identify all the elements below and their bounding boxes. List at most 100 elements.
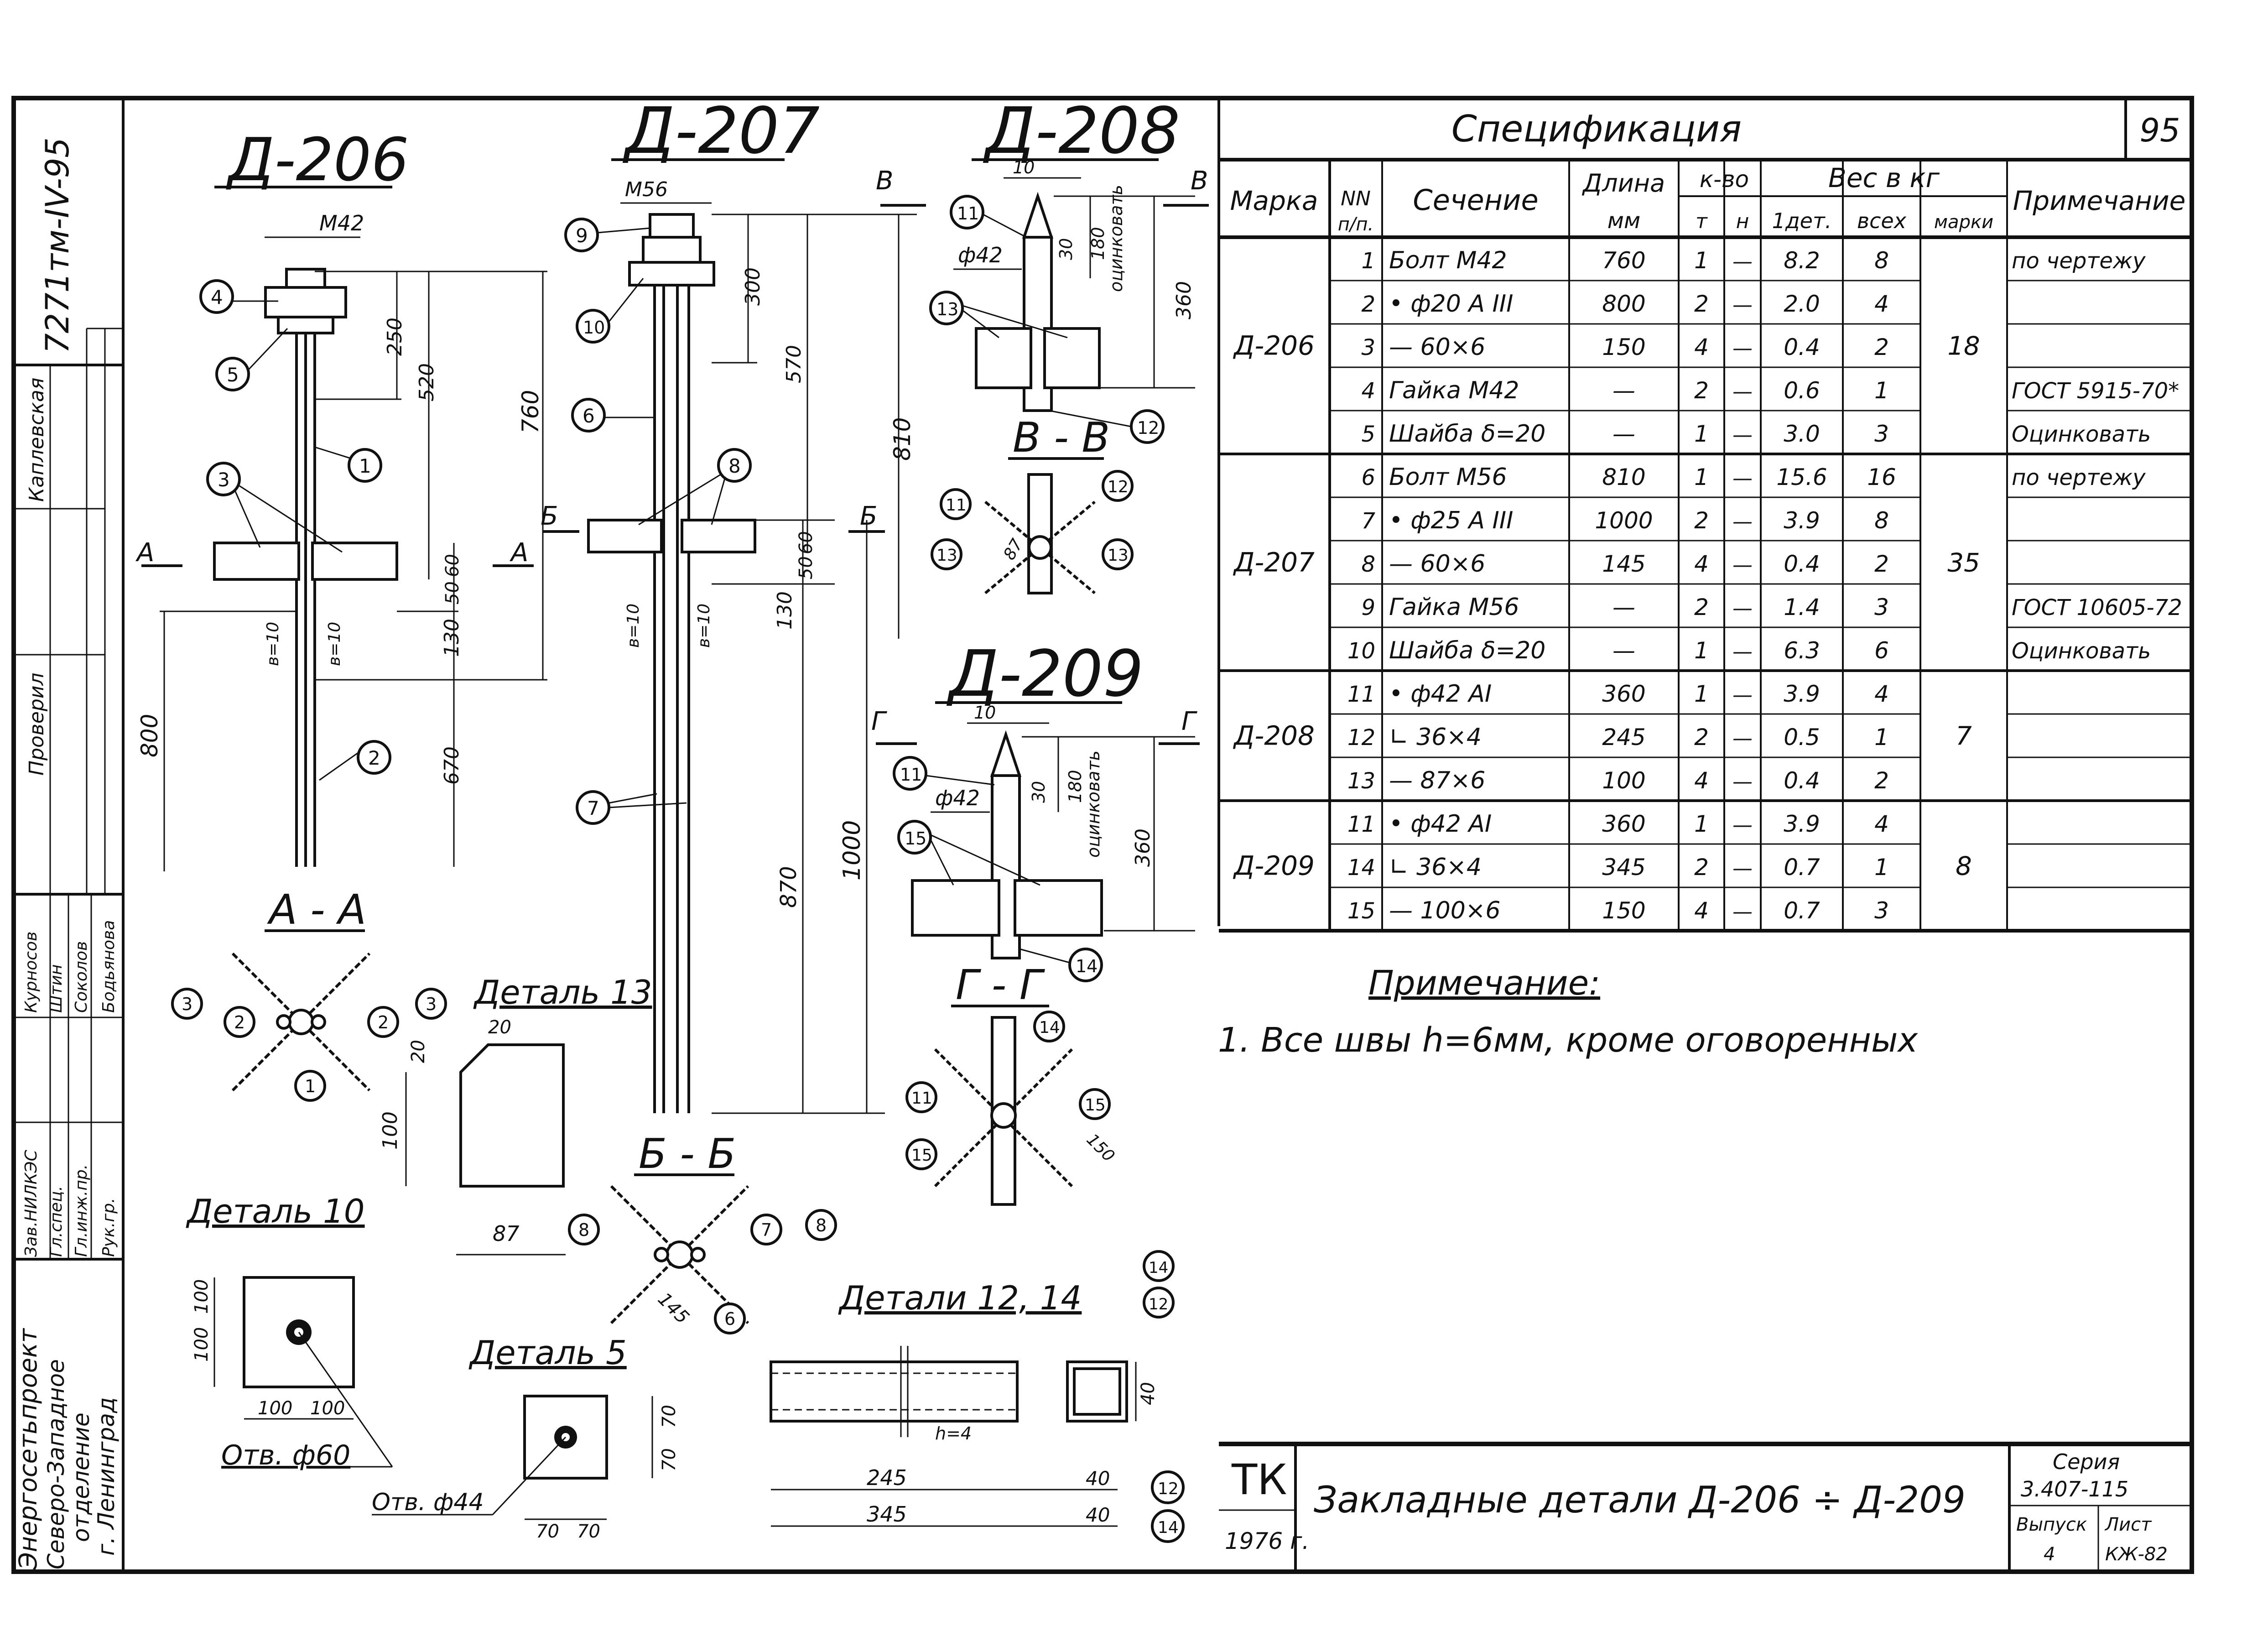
row-section: Шайба δ=20: [1389, 420, 1545, 448]
d209-dia: ф42: [935, 786, 980, 810]
section-v-v-dim: 87: [1000, 536, 1026, 563]
row-note: ГОСТ 5915-70*: [2012, 378, 2179, 404]
svg-text:13: 13: [936, 299, 958, 319]
row-qty-t: 2: [1694, 291, 1709, 317]
d209-title: Д-209: [946, 637, 1144, 711]
row-note: по чертежу: [2012, 248, 2146, 274]
row-w-all: 4: [1874, 291, 1889, 317]
svg-text:8: 8: [816, 1215, 827, 1235]
row-no: 11: [1347, 682, 1375, 707]
notes: Примечание: 1. Все швы h=6мм, кроме огов…: [1218, 964, 1918, 1060]
detail5-title: Деталь 5: [468, 1334, 627, 1372]
d207-dim-810: 810: [889, 417, 916, 461]
row-qty-n: —: [1732, 250, 1753, 273]
group-mark: Д-209: [1233, 850, 1315, 881]
row-qty-t: 1: [1694, 637, 1709, 664]
row-no: 7: [1361, 508, 1375, 534]
svg-text:15: 15: [1085, 1096, 1106, 1115]
row-qty-t: 2: [1694, 594, 1709, 620]
spec-title: Спецификация: [1451, 108, 1742, 150]
d207-dim-50: 50: [796, 556, 817, 579]
detail5-dim-3: 70: [659, 1405, 680, 1428]
row-qty-t: 1: [1694, 681, 1709, 707]
row-section: • ф42 АI: [1389, 810, 1492, 838]
d208-dim-10: 10: [1013, 157, 1035, 177]
d206-dim-60: 60: [442, 554, 463, 577]
svg-text:2: 2: [234, 1012, 245, 1032]
row-length: —: [1613, 377, 1635, 404]
d208-cut-left: В: [876, 166, 893, 196]
row-w-one: 3.9: [1784, 681, 1820, 707]
note-1: 1. Все швы h=6мм, кроме оговоренных: [1218, 1021, 1918, 1060]
detail10-dim-1: 100: [191, 1327, 212, 1362]
row-length: —: [1613, 421, 1635, 447]
group-mark: Д-206: [1233, 330, 1315, 361]
svg-text:11: 11: [957, 203, 979, 224]
svg-text:12: 12: [1137, 418, 1159, 438]
svg-text:12: 12: [1108, 478, 1129, 496]
row-w-one: 0.5: [1784, 724, 1820, 750]
row-section: • ф25 А III: [1389, 507, 1513, 534]
row-section: ∟ 36×4: [1389, 854, 1482, 881]
detail13-dim-height: 100: [379, 1111, 402, 1150]
detail13-dim-left: 20: [408, 1040, 429, 1063]
row-qty-n: —: [1732, 727, 1753, 750]
detail-5: Деталь 5 70 70 70 70 Отв. ф44: [372, 1334, 680, 1542]
detail10-dim-4: 100: [310, 1398, 345, 1419]
row-no: 4: [1361, 378, 1375, 404]
row-section: • ф20 А III: [1389, 290, 1513, 318]
row-w-all: 2: [1874, 551, 1889, 577]
d206-dim-800: 800: [136, 714, 163, 757]
stamp-series-label: Серия: [2053, 1449, 2120, 1474]
row-qty-n: —: [1732, 510, 1753, 533]
checked-name: Каплевская: [25, 378, 48, 502]
stamp-sheet-label: Лист: [2104, 1514, 2152, 1535]
d207-thread: М56: [625, 178, 668, 201]
drawing-d206: Д-206 М42 250 520 760 60 50 130 670 800 …: [135, 125, 547, 871]
detail1214-ref-14: 14: [1158, 1518, 1179, 1537]
row-no: 14: [1347, 855, 1375, 881]
svg-text:15: 15: [905, 829, 926, 849]
section-g-g-title: Г - Г: [956, 961, 1046, 1009]
d206-cut-left: А: [135, 538, 154, 568]
role-name-1: Курносов: [22, 932, 41, 1013]
org-city: г. Ленинград: [93, 1397, 120, 1556]
section-a-a-title: А - А: [267, 886, 366, 934]
row-section: Болт М42: [1389, 247, 1507, 274]
detail-12-14: Детали 12, 14 h=4 245 345 40 40 40 12 14…: [770, 1250, 1185, 1543]
row-w-all: 3: [1874, 594, 1889, 620]
detail1214-dim-40b: 40: [1086, 1504, 1110, 1526]
d208-zinc: оцинковать: [1106, 185, 1126, 292]
row-qty-n: —: [1732, 683, 1753, 707]
row-qty-t: 4: [1694, 897, 1709, 924]
row-w-one: 1.4: [1784, 594, 1820, 620]
row-length: —: [1613, 637, 1635, 664]
detail1214-title: Детали 12, 14: [838, 1279, 1082, 1317]
svg-text:7: 7: [761, 1220, 772, 1240]
d209-cut-left: Г: [871, 707, 887, 736]
detail5-dim-1: 70: [536, 1521, 559, 1542]
row-qty-n: —: [1732, 380, 1753, 403]
row-no: 9: [1361, 595, 1375, 620]
d207-dim-130: 130: [773, 591, 796, 630]
d209-zinc: оцинковать: [1083, 750, 1103, 858]
header-section: Сечение: [1413, 183, 1538, 217]
section-b-b-title: Б - Б: [639, 1130, 736, 1178]
row-w-one: 6.3: [1784, 637, 1820, 664]
header-length-unit: мм: [1607, 208, 1640, 234]
d208-dia: ф42: [958, 243, 1003, 267]
d208-title: Д-208: [983, 94, 1180, 168]
stamp-title: Закладные детали Д-206 ÷ Д-209: [1314, 1479, 1966, 1521]
detail1214-dim-245: 245: [867, 1465, 907, 1490]
detail5-hole: Отв. ф44: [372, 1489, 484, 1516]
row-qty-n: —: [1732, 553, 1753, 577]
d209-dim-360: 360: [1131, 829, 1155, 867]
d206-dim-250: 250: [383, 318, 406, 356]
row-qty-t: 4: [1694, 551, 1709, 577]
row-length: 100: [1602, 767, 1645, 794]
role-3: Гл.инж.пр.: [72, 1164, 91, 1257]
row-qty-n: —: [1732, 423, 1753, 447]
detail5-dim-2: 70: [577, 1521, 600, 1542]
d207-weld-1: в=10: [624, 604, 643, 648]
